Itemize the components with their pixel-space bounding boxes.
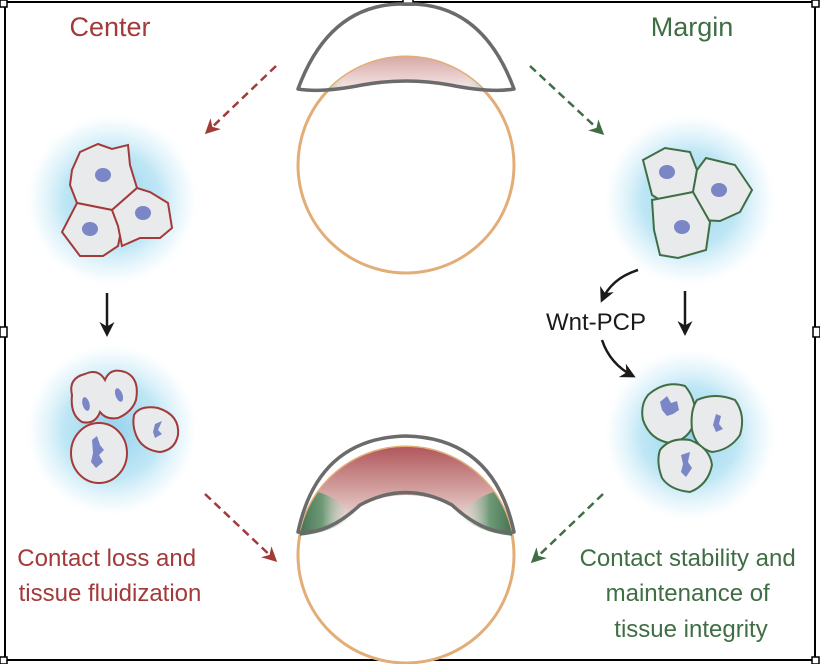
cap-outline <box>296 2 516 93</box>
arrow-top-to-center <box>204 65 277 135</box>
nucleus <box>711 183 727 197</box>
chromatin <box>660 396 679 416</box>
nucleus <box>95 168 111 182</box>
halo <box>602 347 778 523</box>
cell-cluster-center-mitotic <box>24 342 200 518</box>
resize-handle-ml[interactable] <box>0 326 8 338</box>
outcome-margin-line-2: maintenance of <box>606 580 770 607</box>
resize-handle-mr[interactable] <box>812 326 820 338</box>
arrow-top-to-margin <box>529 65 605 136</box>
resize-handle-bl[interactable] <box>0 656 8 664</box>
cell-cluster-margin-mitotic <box>602 347 778 523</box>
embryo-bottom <box>296 434 516 664</box>
outcome-center-line-1: Contact loss and <box>17 545 196 572</box>
chromatin <box>153 421 162 438</box>
chromatin <box>91 436 104 468</box>
arrow-wnt-output <box>600 339 636 378</box>
chromosome <box>114 388 124 402</box>
nucleus <box>135 206 151 220</box>
heading-center: Center <box>69 12 150 42</box>
outcome-margin-line-1: Contact stability and <box>580 545 796 572</box>
cell-cluster-margin-interphase <box>602 112 778 288</box>
chromatin <box>681 452 692 477</box>
resize-handle-tl[interactable] <box>0 0 8 8</box>
outcome-margin: Contact stability and maintenance of tis… <box>580 545 803 643</box>
chromatin <box>713 414 723 432</box>
heading-margin: Margin <box>651 12 734 42</box>
nucleus <box>674 220 690 234</box>
arrow-center-to-bottom <box>204 493 278 563</box>
pathway-label: Wnt-PCP <box>546 309 646 336</box>
nucleus <box>82 222 98 236</box>
embryo-top <box>296 2 516 275</box>
arrow-margin-to-bottom <box>530 493 604 564</box>
outcome-center: Contact loss and tissue fluidization <box>17 545 202 607</box>
nucleus <box>659 165 675 179</box>
outcome-margin-line-3: tissue integrity <box>614 616 767 643</box>
cap-outline <box>296 434 516 535</box>
chromosome <box>82 397 90 411</box>
resize-handle-br[interactable] <box>811 656 820 664</box>
outcome-center-line-2: tissue fluidization <box>19 580 202 607</box>
arrow-wnt-input <box>600 268 639 303</box>
cell-cluster-center-interphase <box>24 112 200 288</box>
resize-handle-tr[interactable] <box>811 0 820 8</box>
